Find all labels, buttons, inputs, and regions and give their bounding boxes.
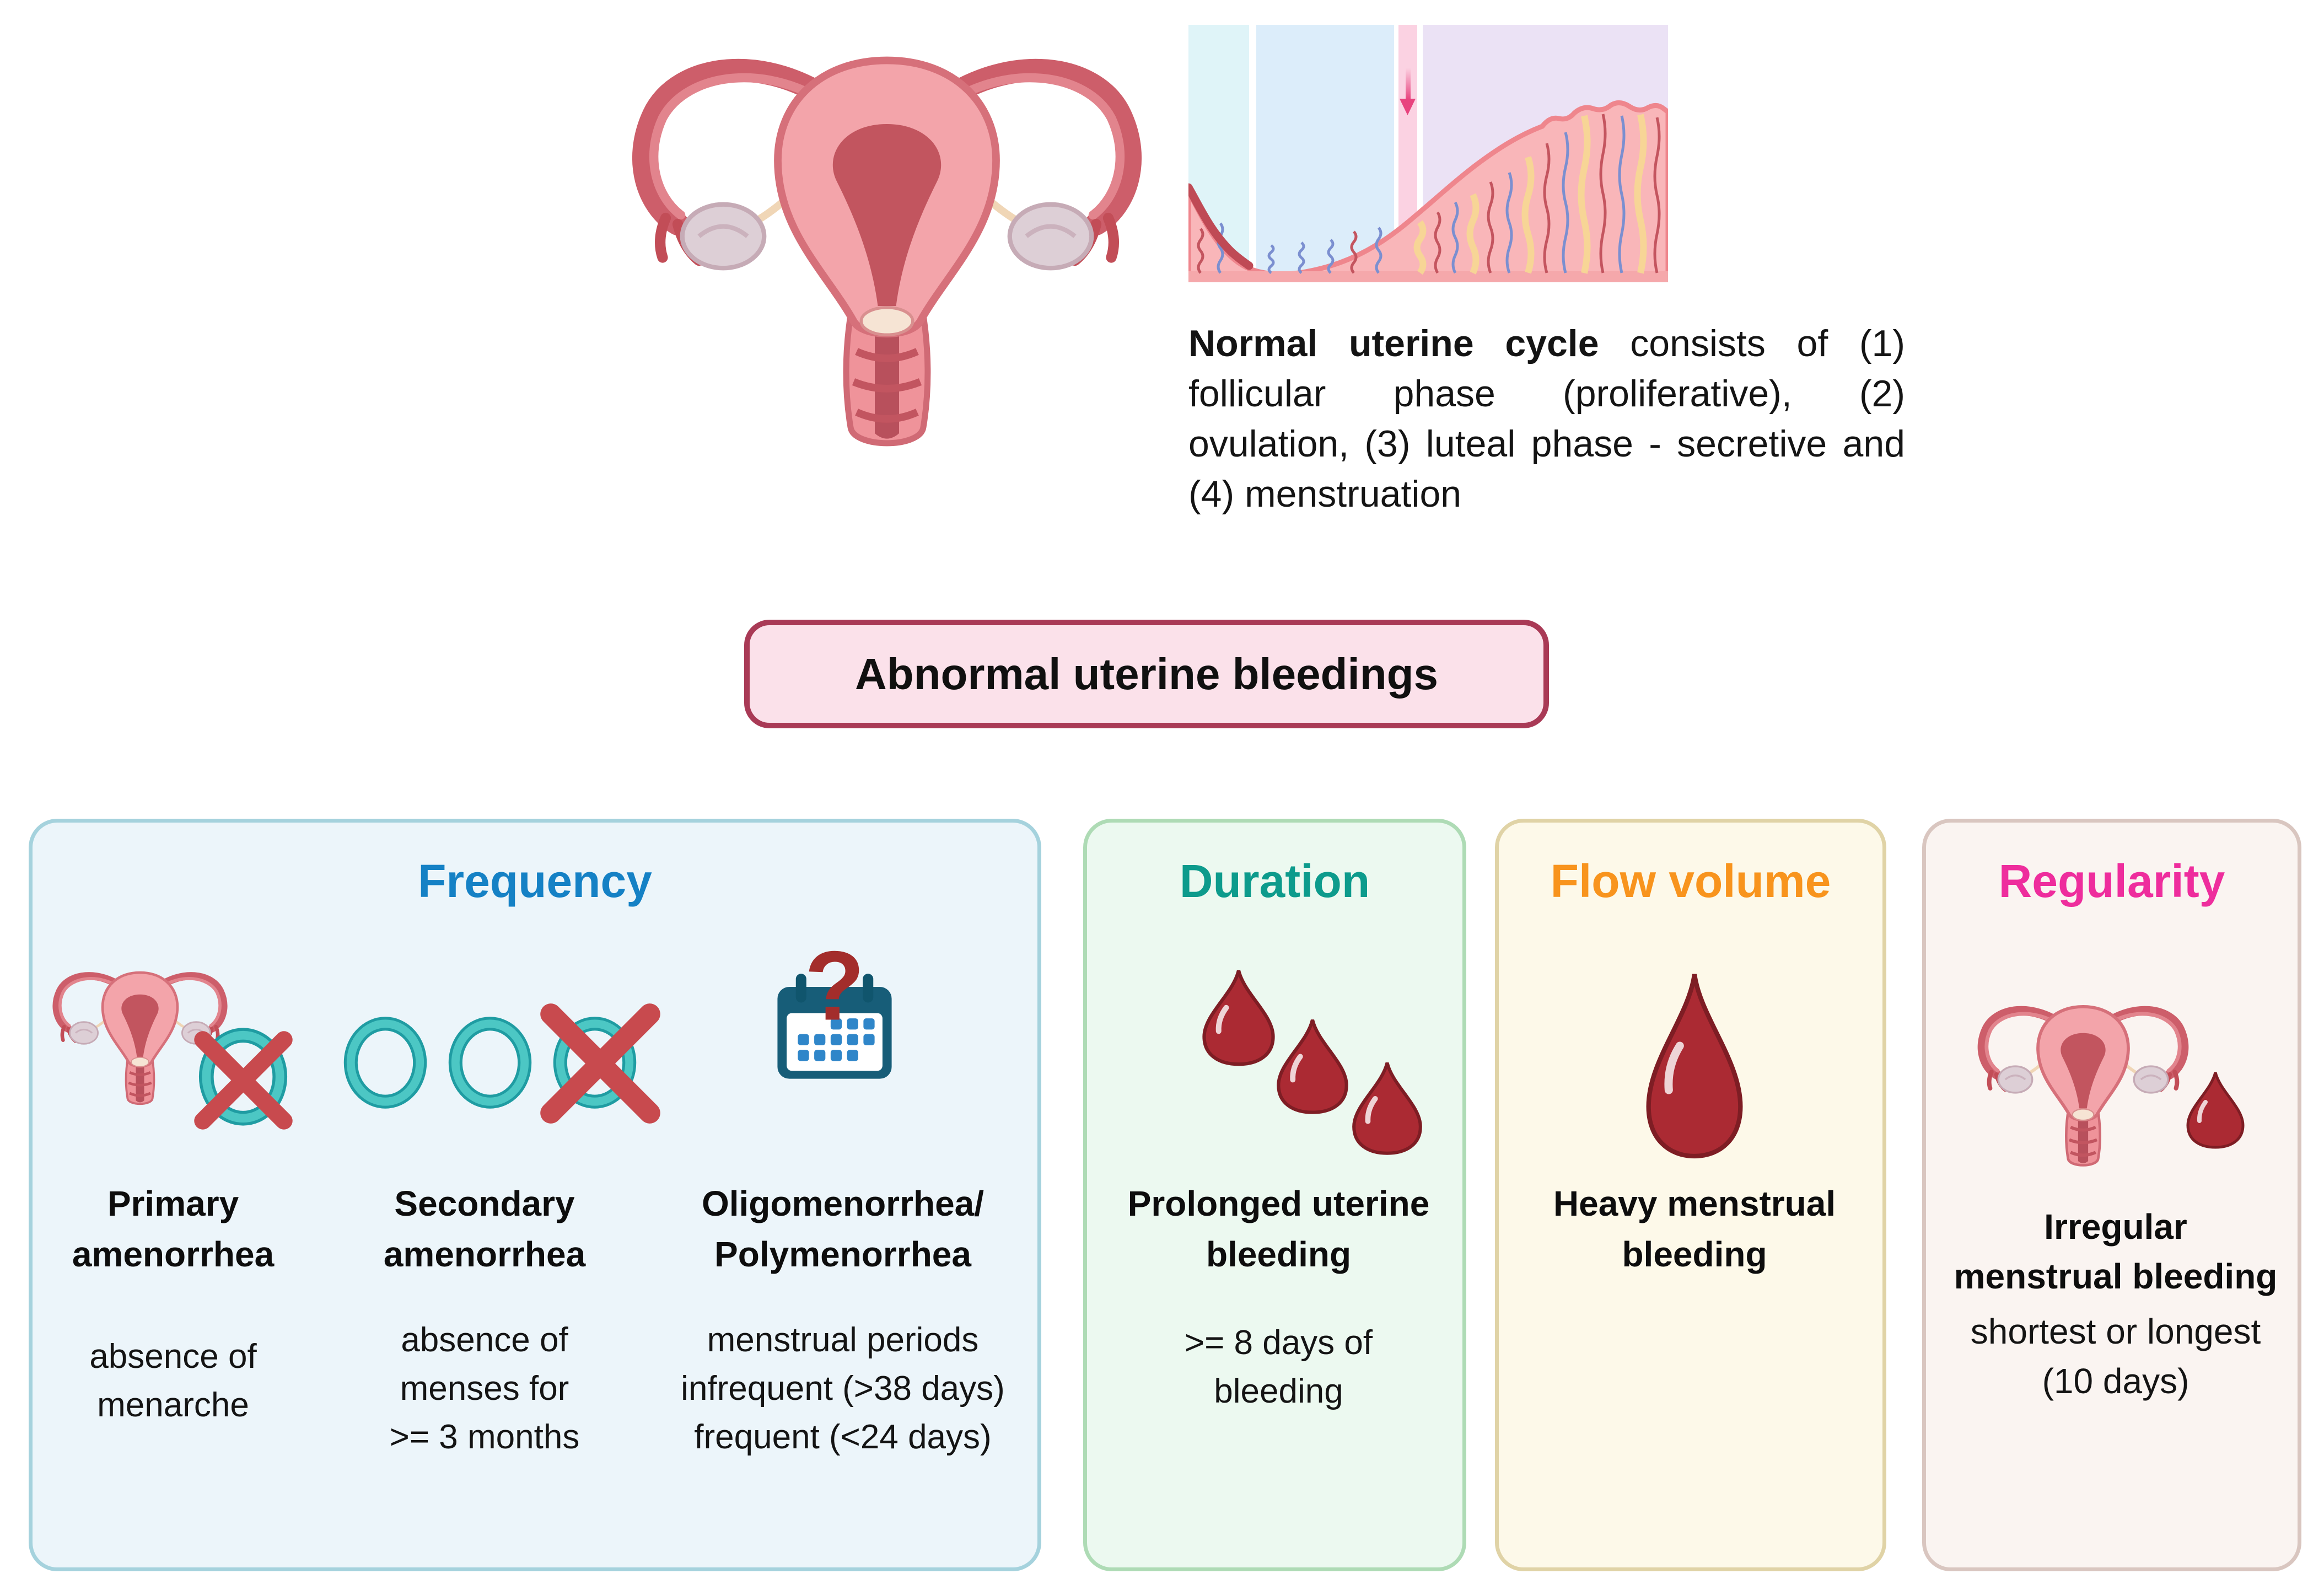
uterus-blood-drop-icon [1970, 985, 2262, 1206]
three-blood-drops-icon [1197, 965, 1434, 1163]
card-duration-title: Duration [1179, 855, 1370, 907]
item-heading: Irregular menstrual bleeding [1954, 1207, 2278, 1296]
normal-cycle-caption-bold: Normal uterine cycle [1188, 323, 1599, 364]
card-flow-volume: Flow volume Heavy menstrual bleeding [1495, 819, 1886, 1571]
item-heading: Oligomenorrhea/ Polymenorrhea [701, 1184, 985, 1274]
item-description: menstrual periods infrequent (>38 days) … [681, 1321, 1005, 1456]
three-rings-crossed-icon [341, 993, 700, 1159]
item-heading: Prolonged uterine bleeding [1127, 1184, 1430, 1274]
uterus-crossed-circle-icon [46, 955, 333, 1181]
card-frequency-title: Frequency [418, 855, 652, 907]
normal-cycle-caption-rest: consists of (1) follicular phase (prolif… [1188, 323, 1905, 515]
item-description: absence of menarche [89, 1338, 257, 1424]
item-heading: Heavy menstrual bleeding [1553, 1184, 1836, 1274]
item-description: shortest or longest (10 days) [1970, 1312, 2261, 1401]
item-heading: Primary amenorrhea [72, 1184, 275, 1274]
item-description: absence of menses for >= 3 months [389, 1321, 580, 1456]
endometrial-cycle-diagram [1188, 25, 1668, 282]
normal-cycle-caption: Normal uterine cycle consists of (1) fol… [1188, 319, 1905, 519]
uterus-anatomy-icon [614, 9, 1160, 464]
svg-text:?: ? [804, 936, 864, 1040]
abnormal-uterine-bleedings-box: Abnormal uterine bleedings [744, 620, 1549, 728]
card-flow-volume-title: Flow volume [1550, 855, 1831, 907]
item-description: >= 8 days of bleeding [1184, 1324, 1373, 1410]
blood-drop-icon [1639, 969, 1750, 1162]
card-regularity: Regularity Irregular menstrual bleeding … [1922, 819, 2301, 1571]
card-regularity-title: Regularity [1998, 855, 2225, 907]
item-heading: Secondary amenorrhea [383, 1184, 586, 1274]
abnormal-uterine-bleedings-label: Abnormal uterine bleedings [855, 649, 1438, 699]
card-duration: Duration Prolonged uterine bleeding >= 8… [1083, 819, 1466, 1571]
calendar-question-icon: ? [777, 936, 892, 1079]
down-arrow-icon [1400, 68, 1416, 115]
card-frequency: Frequency Primary amenorrhea absence of … [29, 819, 1041, 1571]
